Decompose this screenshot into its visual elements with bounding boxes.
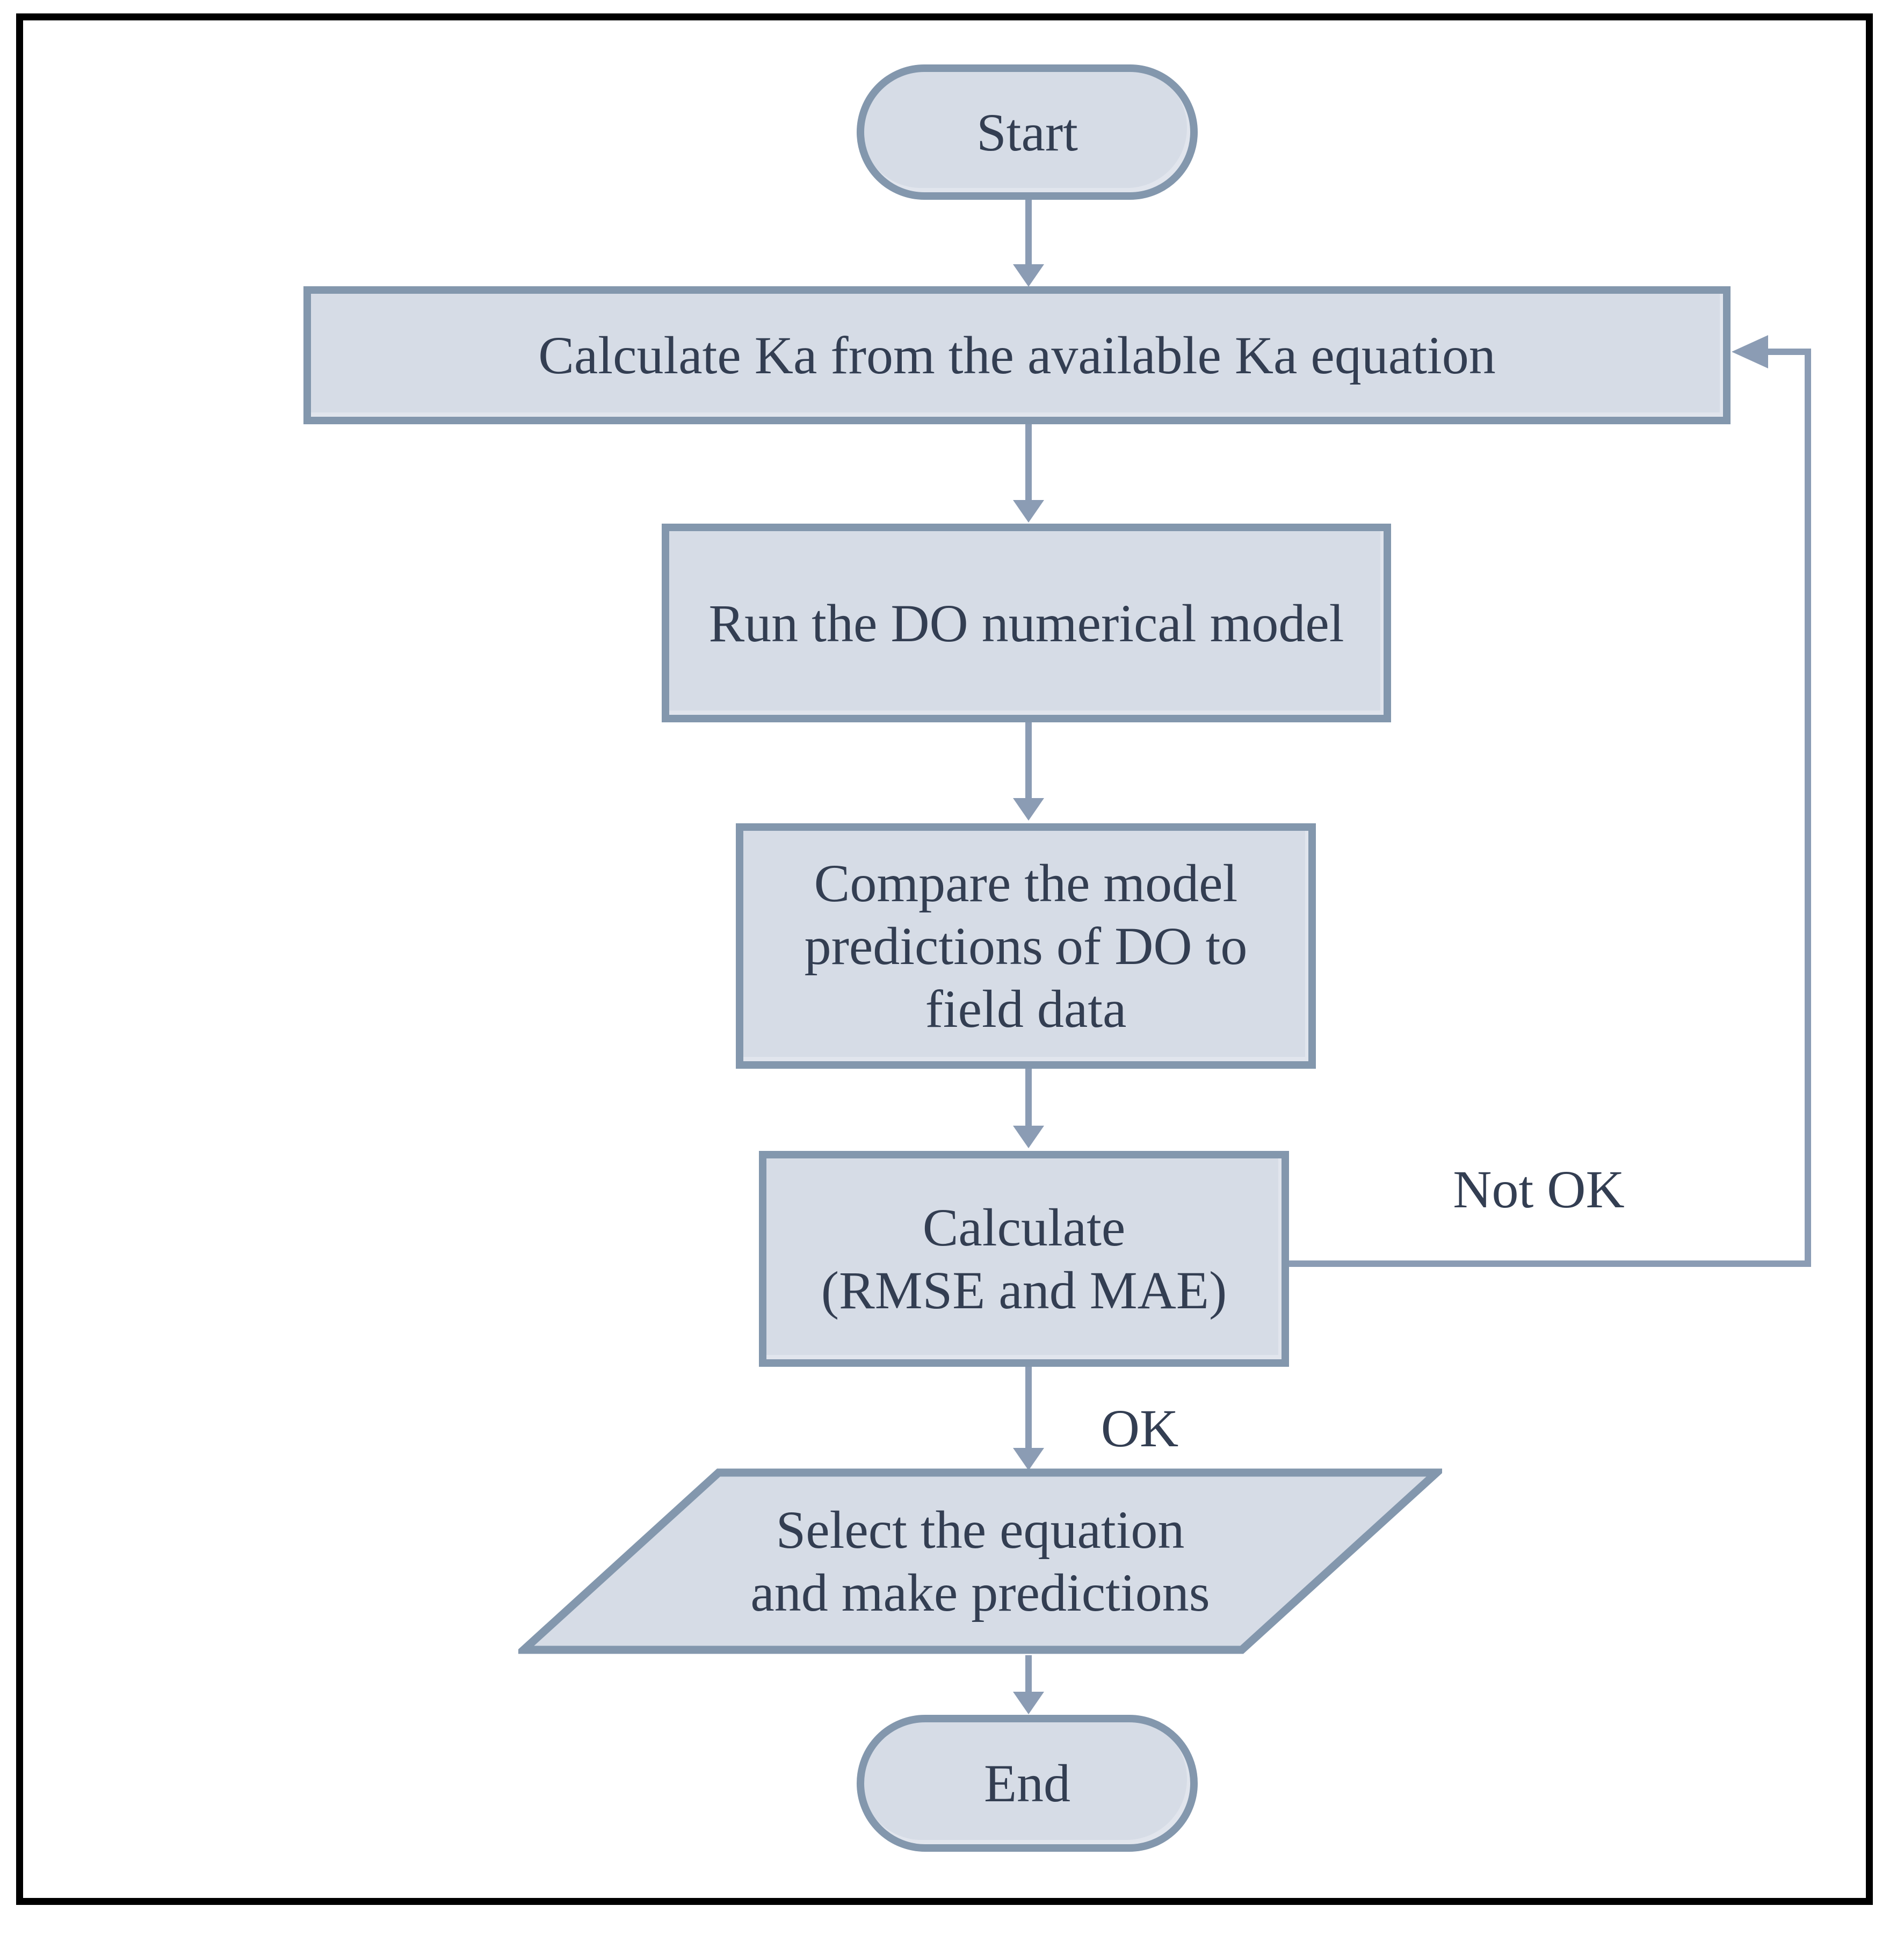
arrowhead-calculate-ka-to-run-model [1013, 500, 1044, 523]
arrowhead-run-model-to-compare [1013, 798, 1044, 821]
arrowhead-compare-to-calculate-errors [1013, 1126, 1044, 1148]
arrow-calculate-errors-to-select-equation [1025, 1367, 1032, 1449]
arrow-start-to-calculate-ka [1025, 200, 1032, 266]
node-calculate-ka-label: Calculate Ka from the available Ka equat… [538, 325, 1496, 385]
arrowhead-calculate-errors-to-select-equation [1013, 1448, 1044, 1470]
node-run-model-label: Run the DO numerical model [708, 593, 1344, 653]
node-run-model: Run the DO numerical model [662, 524, 1391, 722]
arrow-compare-to-calculate-errors [1025, 1069, 1032, 1127]
node-start-label: Start [976, 102, 1078, 162]
edge-not-ok-top-segment [1766, 349, 1811, 355]
node-compare-predictions-label: Compare the model predictions of DO to f… [804, 853, 1248, 1039]
arrow-run-model-to-compare [1025, 722, 1032, 799]
arrowhead-start-to-calculate-ka [1013, 264, 1044, 287]
arrowhead-select-equation-to-end [1013, 1692, 1044, 1714]
arrow-select-equation-to-end [1025, 1655, 1032, 1693]
node-select-equation: Select the equation and make predictions [518, 1467, 1442, 1655]
edge-label-ok: OK [1101, 1398, 1179, 1458]
diagram-frame [16, 13, 1873, 1905]
node-calculate-errors: Calculate (RMSE and MAE) [759, 1151, 1289, 1367]
edge-not-ok-bottom-segment [1289, 1260, 1811, 1267]
node-calculate-errors-label: Calculate (RMSE and MAE) [821, 1198, 1227, 1320]
parallelogram-shape [518, 1468, 1442, 1654]
node-start: Start [857, 64, 1198, 200]
arrowhead-not-ok-to-calculate-ka [1732, 335, 1768, 368]
arrow-calculate-ka-to-run-model [1025, 424, 1032, 501]
edge-not-ok-vertical-segment [1805, 349, 1811, 1267]
node-compare-predictions: Compare the model predictions of DO to f… [736, 823, 1316, 1069]
node-end-label: End [983, 1753, 1071, 1813]
edge-label-not-ok: Not OK [1453, 1159, 1625, 1219]
node-end: End [857, 1715, 1198, 1852]
node-select-equation-label: Select the equation and make predictions [750, 1500, 1210, 1622]
node-calculate-ka: Calculate Ka from the available Ka equat… [303, 286, 1731, 424]
